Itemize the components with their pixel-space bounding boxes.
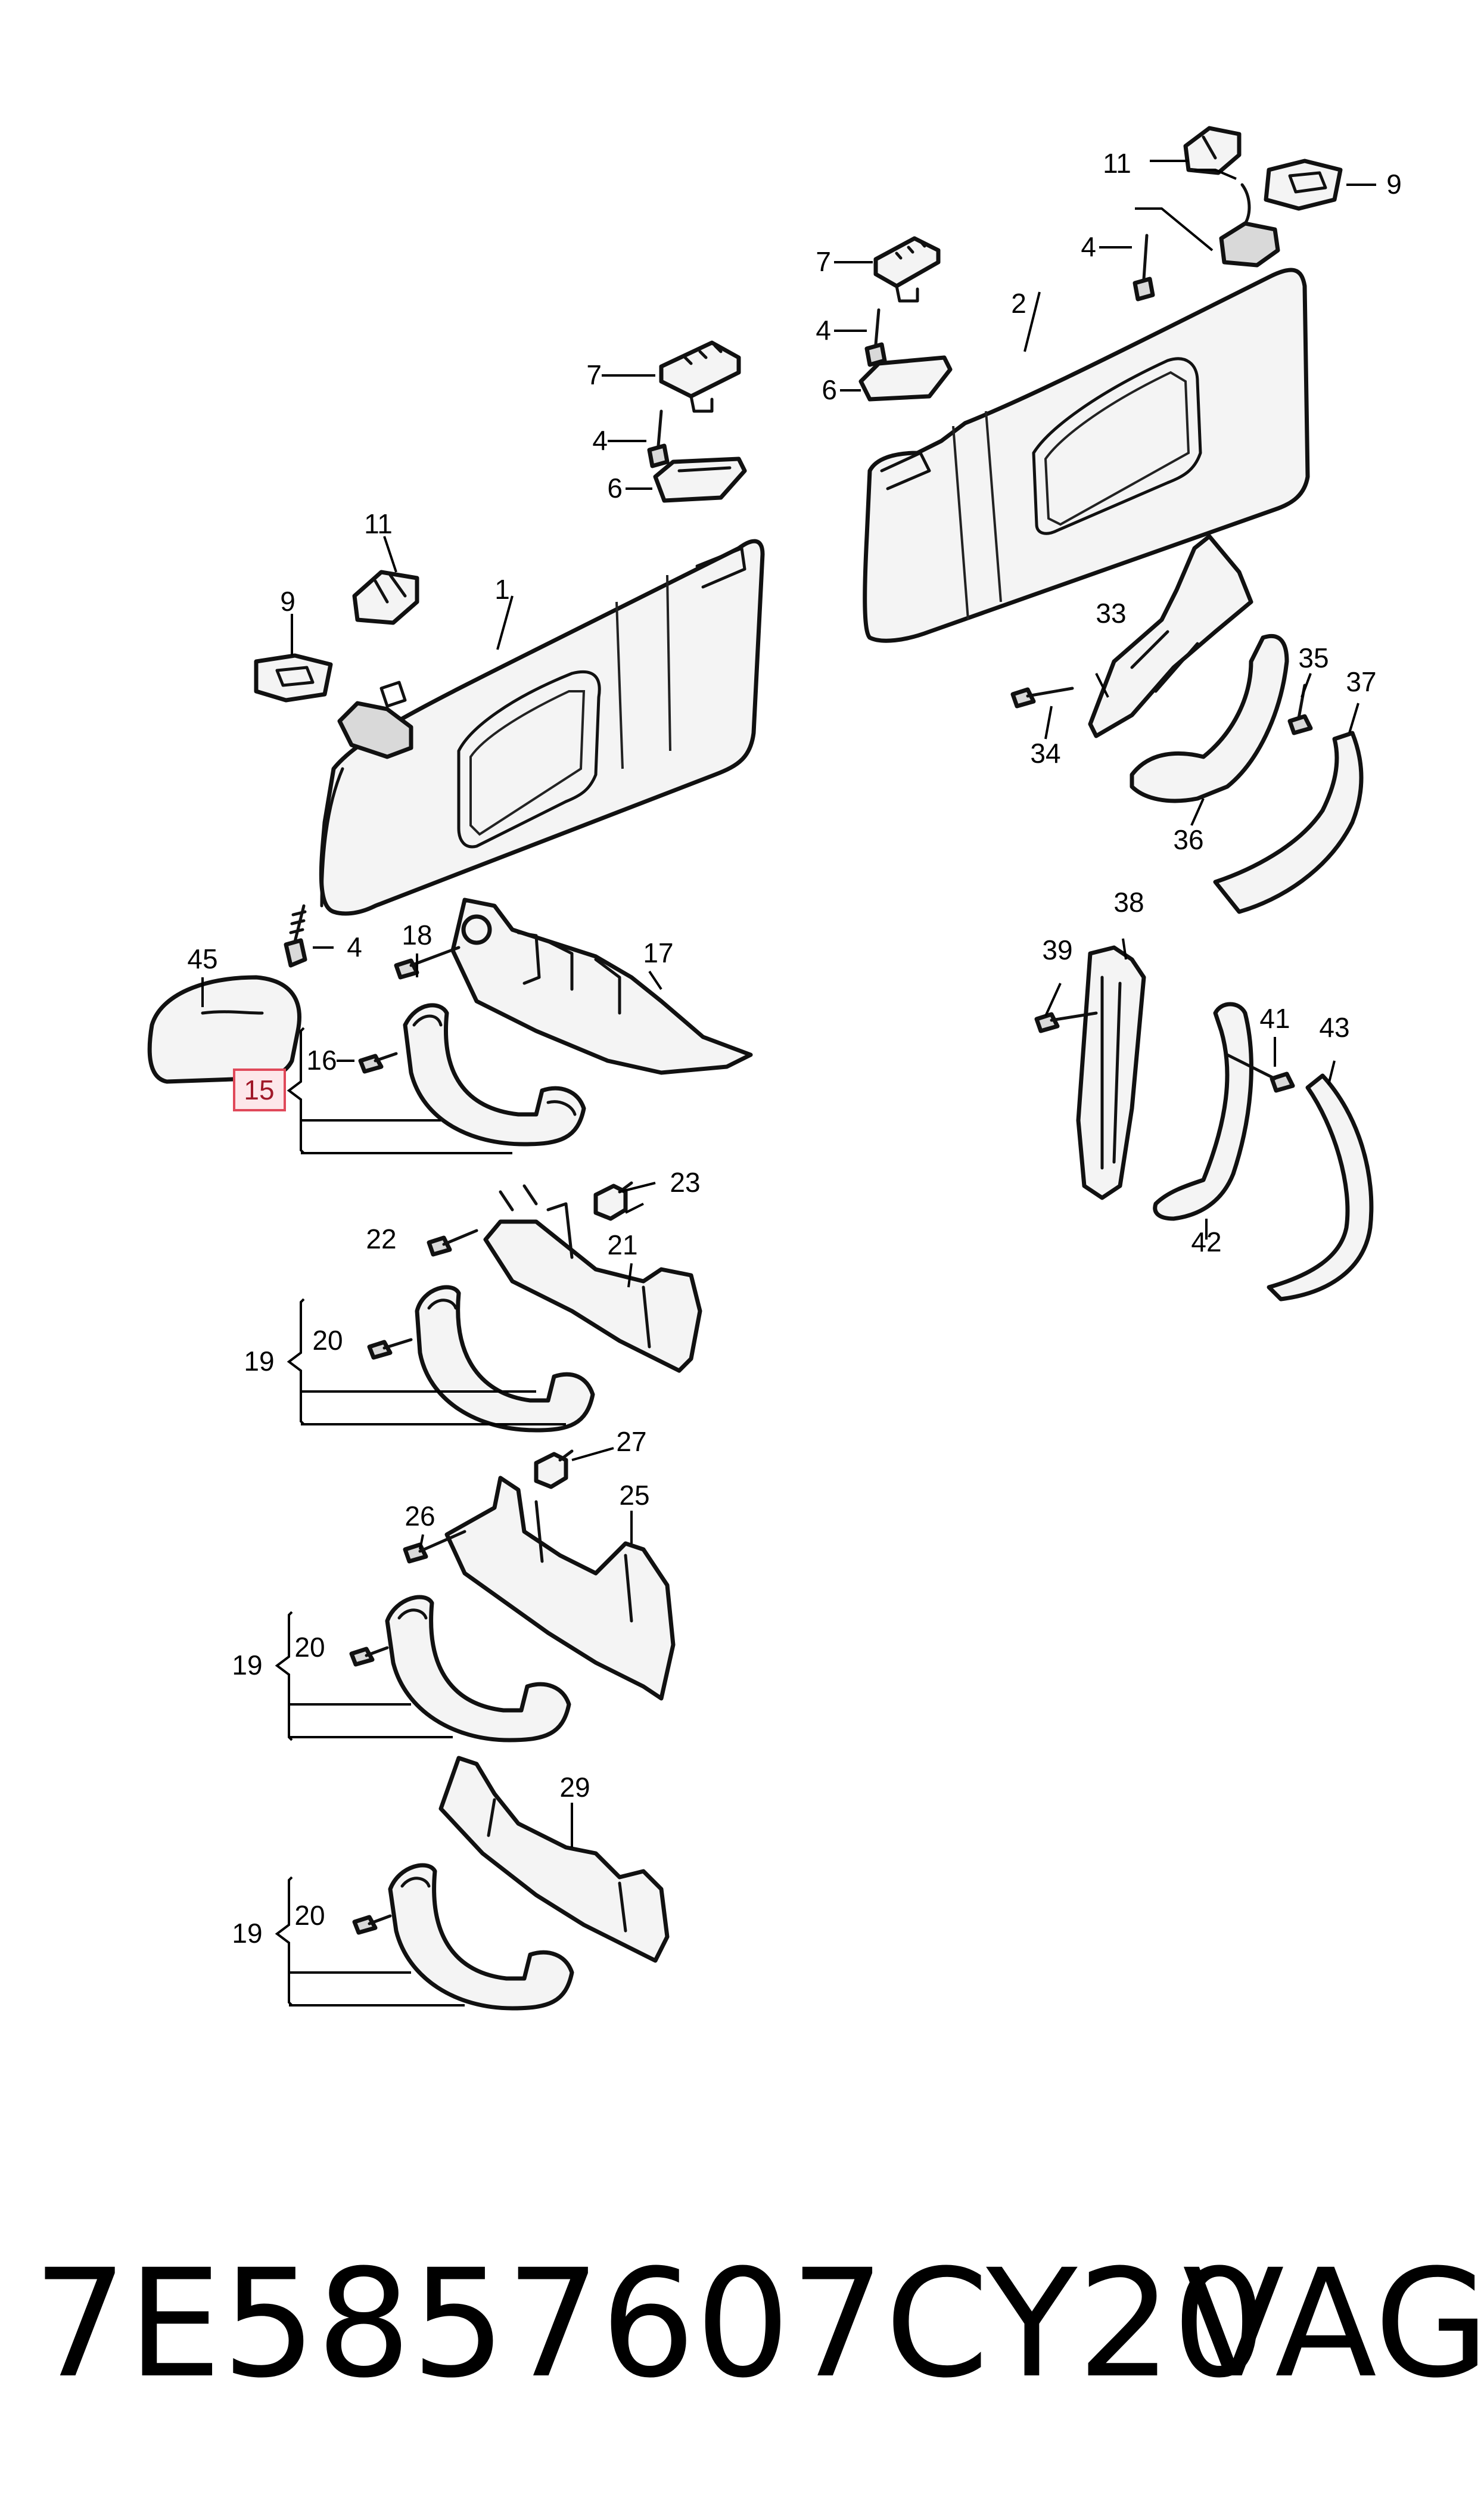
grab-handle-19b <box>385 1595 571 1743</box>
screw-22 <box>427 1184 538 1257</box>
callout-29: 29 <box>559 1772 590 1803</box>
bracket-29 <box>438 1756 670 1963</box>
screw-4-right-upper <box>1133 234 1155 302</box>
clip-23 <box>593 1181 633 1221</box>
callout-38: 38 <box>1113 887 1144 918</box>
callout-11-left: 11 <box>364 508 393 539</box>
callout-9-right: 9 <box>1386 169 1402 200</box>
callout-26: 26 <box>405 1501 435 1532</box>
callout-23: 23 <box>670 1167 700 1198</box>
part-number-label: 7E5857607CY20 <box>33 2237 1267 2411</box>
grab-handle-42 <box>1153 1002 1253 1221</box>
callout-35: 35 <box>1298 642 1329 673</box>
cover-9-left <box>254 653 333 703</box>
callout-39: 39 <box>1042 934 1072 965</box>
screw-16 <box>358 1052 398 1074</box>
callout-1: 1 <box>494 574 510 605</box>
callout-labels: 1 2 11 9 11 9 7 4 6 7 4 6 4 4 45 18 17 1… <box>187 148 1401 1949</box>
callout-22: 22 <box>366 1223 396 1254</box>
callout-19b: 19 <box>232 1650 262 1681</box>
sun-visor-left <box>319 539 765 916</box>
callout-19a: 19 <box>244 1346 274 1377</box>
trim-cover-37 <box>1213 731 1364 914</box>
callout-27: 27 <box>616 1426 646 1457</box>
grab-handle-19c <box>388 1863 574 2011</box>
callout-7-right: 7 <box>816 246 831 277</box>
callout-19c: 19 <box>232 1918 262 1949</box>
screw-41 <box>1225 1053 1295 1093</box>
callout-18: 18 <box>402 920 432 951</box>
callout-20c: 20 <box>294 1900 325 1931</box>
callout-36: 36 <box>1173 824 1203 855</box>
callout-43: 43 <box>1319 1012 1349 1043</box>
callout-20b: 20 <box>294 1632 325 1663</box>
callout-37: 37 <box>1346 666 1376 697</box>
callout-15-highlight: 15 <box>233 1069 286 1111</box>
callout-16: 16 <box>306 1045 337 1076</box>
grab-handle-36 <box>1130 633 1289 803</box>
bracket-7-right <box>873 236 941 303</box>
callout-41: 41 <box>1259 1003 1290 1034</box>
screw-20a <box>367 1338 413 1360</box>
screw-4-upper-left <box>647 409 670 468</box>
cap-6-left <box>653 456 747 503</box>
callout-6-left: 6 <box>607 473 623 504</box>
callout-15: 15 <box>244 1074 274 1105</box>
screw-34 <box>1010 687 1074 709</box>
bracket-33 <box>1088 534 1253 738</box>
screw-18 <box>394 914 492 980</box>
trim-cover-43 <box>1267 1073 1374 1302</box>
callout-11-right: 11 <box>1103 148 1131 179</box>
bracket-38 <box>1076 945 1146 1200</box>
bracket-21 <box>483 1202 702 1373</box>
clip-11-left <box>352 570 419 625</box>
callout-4-right-upper: 4 <box>1081 231 1096 262</box>
callout-4-upper-left: 4 <box>592 425 608 456</box>
callout-33: 33 <box>1096 598 1126 629</box>
screw-4-left <box>284 904 307 968</box>
cap-6-right <box>858 355 953 402</box>
callout-4-right: 4 <box>816 315 831 346</box>
screw-20c <box>352 1914 392 1935</box>
clip-27 <box>534 1449 574 1489</box>
grab-handle-19a <box>415 1285 595 1433</box>
callout-7-left: 7 <box>586 359 602 390</box>
callout-25: 25 <box>619 1480 649 1511</box>
screw-4-right <box>864 308 887 367</box>
callout-6-right: 6 <box>822 374 837 405</box>
callout-21: 21 <box>607 1229 637 1260</box>
callout-20a: 20 <box>312 1325 343 1356</box>
screw-35 <box>1287 684 1313 735</box>
cover-45 <box>147 975 301 1084</box>
bracket-25 <box>444 1476 676 1701</box>
callout-2: 2 <box>1011 288 1026 319</box>
callout-9-left: 9 <box>280 586 295 617</box>
callout-17: 17 <box>643 937 673 968</box>
hinge-right <box>1219 183 1280 268</box>
bracket-17 <box>450 897 753 1075</box>
brand-label: VAG <box>1183 2237 1484 2411</box>
clip-11-right <box>1183 126 1242 175</box>
callout-42: 42 <box>1191 1226 1221 1257</box>
sun-visor-right <box>863 268 1310 643</box>
callout-45: 45 <box>187 943 217 974</box>
grab-handle-15 <box>403 1003 586 1147</box>
screw-20b <box>349 1646 389 1667</box>
bracket-7-left <box>659 340 741 413</box>
callout-34: 34 <box>1030 738 1060 769</box>
callout-4-left: 4 <box>347 931 362 962</box>
cover-9-right <box>1264 159 1343 211</box>
leader-lines <box>201 160 1376 1847</box>
group-braces <box>275 1027 566 2006</box>
